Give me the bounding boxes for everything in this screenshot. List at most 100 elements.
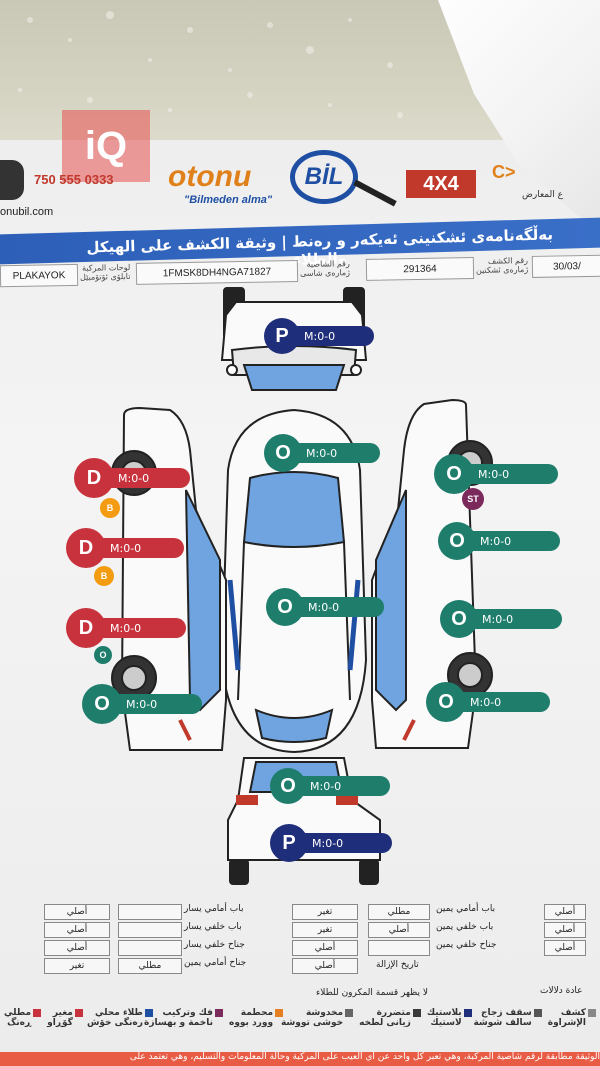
legend-item: فك وتركيب ناخمة و بهسازة — [144, 1008, 223, 1050]
legend-item: كشف الإشراوة — [548, 1008, 596, 1050]
marker-code: O — [440, 600, 478, 638]
legend-label: محطمة وورد بووه — [229, 1008, 274, 1028]
table-cell: أصلي — [544, 922, 586, 938]
table-cell — [118, 904, 182, 920]
marker-roof: O M:0-0 — [264, 434, 380, 472]
marker-mileage: M:0-0 — [92, 618, 186, 638]
marker-left-rear-fender: O M:0-0 — [82, 684, 202, 724]
legend-label: مغير گۆڕاو — [47, 1008, 73, 1028]
table-cell: أصلي — [368, 922, 430, 938]
table-cell: تغير — [292, 904, 358, 920]
check-number-label: رقم الكشف ژمارەی ئشکنین — [475, 256, 529, 275]
table-cell: أصلي — [544, 940, 586, 956]
marker-code: O — [270, 768, 306, 804]
legend-label: مطلي ڕەنگ — [4, 1008, 32, 1028]
legend-swatch — [275, 1009, 284, 1017]
marker-code: O — [264, 434, 302, 472]
table-cell: مطلي — [118, 958, 182, 974]
watermark-logo: iQ — [62, 110, 150, 182]
brand-logo: otonu — [168, 160, 252, 193]
legend-swatch — [345, 1009, 354, 1017]
marker-right-rear-door: O M:0-0 — [440, 600, 562, 638]
table-cell: تغير — [292, 922, 358, 938]
marker-code: D — [66, 528, 106, 568]
legend-label: بلاستيك لاستيك — [426, 1008, 462, 1028]
marker-left-front-door: D M:0-0 — [66, 528, 184, 568]
parts-status-table: أصلي باب أمامي يمين مطلي أصلي باب خلفي ي… — [0, 896, 600, 998]
date-field: 30/03/ — [531, 254, 600, 278]
table-label: باب أمامي يمين — [436, 904, 496, 914]
water-drops — [18, 11, 403, 118]
legend-label: فك وتركيب ناخمة و بهسازة — [144, 1008, 213, 1028]
legend-item: مغير گۆڕاو — [47, 1008, 83, 1050]
car-top-view — [220, 408, 368, 754]
legend-item: متضررة زيانی لطخە — [359, 1008, 421, 1050]
marker-mileage: M:0-0 — [462, 531, 560, 551]
marker-front-hood: P M:0-0 — [264, 318, 374, 354]
table-cell: أصلي — [44, 940, 110, 956]
legend-label: كشف الإشراوة — [547, 1008, 586, 1028]
marker-mileage: M:0-0 — [286, 326, 374, 346]
corner-brand: C> — [492, 162, 516, 182]
legend-label: سقف زجاج سالف شوشة — [473, 1008, 532, 1028]
table-cell — [368, 940, 430, 956]
check-number-field: 291364 — [365, 256, 475, 281]
legend-item: سقف زجاج سالف شوشة — [473, 1008, 542, 1050]
phone-number: 750 555 0333 — [34, 172, 114, 187]
badge-4x4: 4X4 — [406, 170, 476, 198]
marker-code: P — [264, 318, 300, 354]
marker-code: O — [266, 588, 304, 626]
table-label: باب خلفي يمين — [436, 922, 494, 932]
table-cell: أصلي — [292, 940, 358, 956]
marker-mileage: M:0-0 — [452, 692, 550, 712]
legend-label: مخدوشة خوشی تووشة — [280, 1008, 344, 1028]
marker-code: O — [82, 684, 122, 724]
legend-swatch — [144, 1009, 153, 1017]
marker-trunk: O M:0-0 — [270, 768, 390, 804]
marker-mileage: M:0-0 — [108, 694, 202, 714]
table-label: جناح أمامي يمين — [184, 958, 247, 968]
note-right: عادة دلالات — [540, 986, 583, 996]
marker-mileage: M:0-0 — [100, 468, 190, 488]
legend-swatch — [463, 1009, 472, 1017]
brand-logo-bil: BİL — [290, 150, 358, 204]
marker-left-front-fender: D M:0-0 — [74, 458, 190, 498]
plate-label: لوحات المركبة تابلۆی ئۆتۆمبێل — [79, 262, 131, 282]
table-cell: أصلي — [292, 958, 358, 974]
marker-mileage: M:0-0 — [288, 443, 380, 463]
note-center: لا يظهر قسمة المكرون للطلاء — [316, 988, 428, 998]
marker-mileage: M:0-0 — [464, 609, 562, 629]
badge-b-2: B — [94, 566, 114, 586]
table-cell: أصلي — [44, 904, 110, 920]
legend-swatch — [214, 1009, 223, 1017]
marker-code: D — [74, 458, 114, 498]
legend-label: طلاء محلي رەنگی خۆش — [87, 1008, 143, 1028]
legend-label: متضررة زيانی لطخە — [359, 1008, 411, 1028]
legend: كشف الإشراوة سقف زجاج سالف شوشة بلاستيك … — [0, 1008, 600, 1050]
legend-item: مطلي ڕەنگ — [4, 1008, 42, 1050]
table-cell: أصلي — [544, 904, 586, 920]
table-label: باب خلفي يسار — [184, 922, 242, 932]
table-label: باب أمامي يسار — [184, 904, 244, 914]
legend-swatch — [533, 1009, 542, 1017]
badge-o-small: O — [94, 646, 112, 664]
marker-right-front-fender: O M:0-0 — [434, 454, 558, 494]
avatar — [0, 160, 24, 200]
slogan: "Bilmeden alma" — [184, 194, 273, 206]
legend-item: طلاء محلي رەنگی خۆش — [87, 1008, 153, 1050]
legend-swatch — [412, 1009, 421, 1017]
table-cell: مطلي — [368, 904, 430, 920]
table-label: جناح خلفي يمين — [436, 940, 497, 950]
table-cell — [118, 940, 182, 956]
marker-mileage: M:0-0 — [294, 833, 392, 853]
badge-b-1: B — [100, 498, 120, 518]
corner-text: ع المعارض — [522, 190, 563, 200]
marker-left-rear-door: D M:0-0 — [66, 608, 186, 648]
legend-item: بلاستيك لاستيك — [427, 1008, 472, 1050]
table-cell: أصلي — [44, 922, 110, 938]
table-cell — [118, 922, 182, 938]
marker-mileage: M:0-0 — [290, 597, 384, 617]
legend-swatch — [74, 1009, 83, 1017]
marker-right-front-door: O M:0-0 — [438, 522, 560, 560]
marker-code: D — [66, 608, 106, 648]
